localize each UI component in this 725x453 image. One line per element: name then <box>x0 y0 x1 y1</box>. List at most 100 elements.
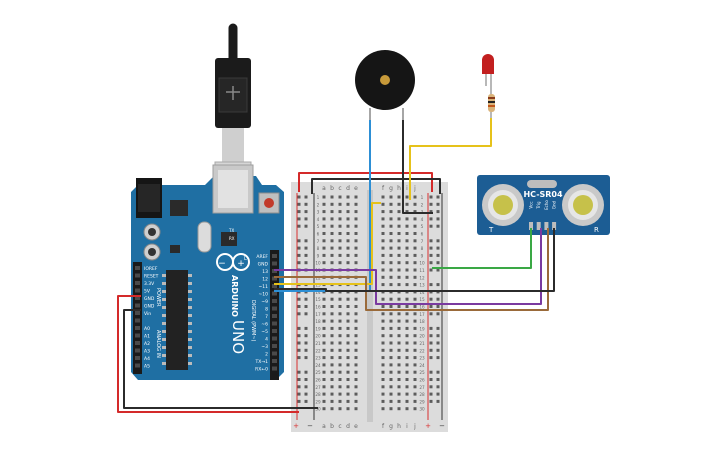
sensor-pin-label: Gnd <box>552 200 557 209</box>
breadboard-hole <box>389 370 393 374</box>
breadboard-hole <box>330 385 334 389</box>
header-pin <box>272 276 277 281</box>
breadboard-hole <box>322 232 326 235</box>
breadboard-row-number: 10 <box>419 261 425 266</box>
breadboard-hole <box>338 297 342 301</box>
breadboard-column-letter: j <box>413 423 416 430</box>
rail-hole <box>304 326 308 330</box>
breadboard-hole <box>338 399 342 403</box>
breadboard-hole <box>354 195 358 199</box>
rail-plus-bottom-left: + <box>293 422 299 430</box>
breadboard-hole <box>330 356 334 360</box>
breadboard-hole <box>405 399 409 403</box>
rail-hole <box>436 224 440 228</box>
rail-hole <box>297 356 301 360</box>
breadboard-hole <box>397 232 401 235</box>
breadboard-hole <box>354 210 358 214</box>
rail-hole <box>297 392 301 396</box>
rail-hole <box>436 305 440 308</box>
breadboard-hole <box>381 363 385 367</box>
rail-hole <box>304 202 308 206</box>
rail-hole <box>436 195 440 199</box>
breadboard-hole <box>346 305 350 308</box>
breadboard-row-number: 16 <box>419 305 425 310</box>
breadboard-hole <box>346 239 350 243</box>
breadboard-hole <box>405 283 409 287</box>
breadboard-hole <box>405 253 409 257</box>
breadboard-hole <box>354 334 358 338</box>
breadboard-hole <box>413 356 417 360</box>
digital-pin-label: 8 <box>265 307 268 313</box>
analog-caption: ANALOG IN <box>155 330 161 358</box>
breadboard-hole <box>381 232 385 235</box>
rail-hole <box>436 399 440 403</box>
wire-pin10-black <box>274 228 555 292</box>
breadboard-row-number: 30 <box>315 407 321 412</box>
breadboard-hole <box>338 378 342 381</box>
breadboard-hole <box>413 210 417 214</box>
breadboard-hole <box>389 305 393 308</box>
digital-caption: DIGITAL (PWM~) <box>250 300 256 342</box>
breadboard-hole <box>381 195 385 199</box>
header-pin <box>272 314 277 318</box>
breadboard-column-letter: h <box>397 423 401 430</box>
rail-hole <box>304 385 308 389</box>
breadboard-column-letter: d <box>346 423 350 430</box>
breadboard-hole <box>381 305 385 308</box>
breadboard-column-letter: e <box>354 423 358 430</box>
breadboard-hole <box>413 334 417 338</box>
breadboard-hole <box>381 326 385 330</box>
breadboard-hole <box>322 356 326 360</box>
digital-pin-label: AREF <box>256 254 268 260</box>
breadboard-hole <box>346 348 350 352</box>
rail-hole <box>304 253 308 257</box>
breadboard-hole <box>381 202 385 206</box>
rail-hole <box>297 297 301 301</box>
header-pin <box>272 291 277 296</box>
power-analog-header <box>135 266 140 368</box>
breadboard-row-number: 14 <box>315 290 321 295</box>
wire-led-yellow <box>409 118 492 200</box>
breadboard-hole <box>405 217 409 221</box>
breadboard-hole <box>389 326 393 330</box>
breadboard-hole <box>338 224 342 228</box>
breadboard-hole <box>389 210 393 214</box>
breadboard-hole <box>389 385 393 389</box>
breadboard-hole <box>354 341 358 345</box>
breadboard-hole <box>346 334 350 338</box>
breadboard-hole <box>354 319 358 323</box>
piezo-buzzer <box>355 50 415 120</box>
breadboard-row-number: 15 <box>315 297 321 302</box>
breadboard-hole <box>354 378 358 381</box>
wire-pin11-yellow <box>274 202 381 285</box>
rail-hole <box>304 261 308 265</box>
breadboard-hole <box>330 370 334 374</box>
rail-hole <box>436 378 440 381</box>
breadboard-column-letter: c <box>338 185 341 192</box>
breadboard-hole <box>330 378 334 381</box>
rail-hole <box>429 341 433 345</box>
breadboard-hole <box>322 370 326 374</box>
breadboard-row-number: 21 <box>315 341 321 346</box>
header-pin <box>135 311 140 315</box>
breadboard-hole <box>322 312 326 316</box>
breadboard-column-letter: c <box>338 423 341 430</box>
breadboard-hole <box>354 246 358 250</box>
rail-hole <box>429 283 433 287</box>
breadboard-row-number: 7 <box>421 239 424 244</box>
header-pin <box>272 254 277 258</box>
breadboard-hole <box>346 217 350 221</box>
breadboard-hole <box>413 363 417 367</box>
breadboard-hole <box>397 385 401 389</box>
sensor-pin <box>552 222 557 230</box>
rail-hole <box>429 334 433 338</box>
breadboard-row-number: 27 <box>315 385 321 390</box>
wire-pin13-purple <box>274 228 542 305</box>
breadboard-hole <box>330 334 334 338</box>
breadboard-hole <box>338 232 342 235</box>
rail-plus-bottom-right: + <box>425 422 431 430</box>
breadboard-hole <box>397 312 401 316</box>
breadboard-hole <box>413 392 417 396</box>
